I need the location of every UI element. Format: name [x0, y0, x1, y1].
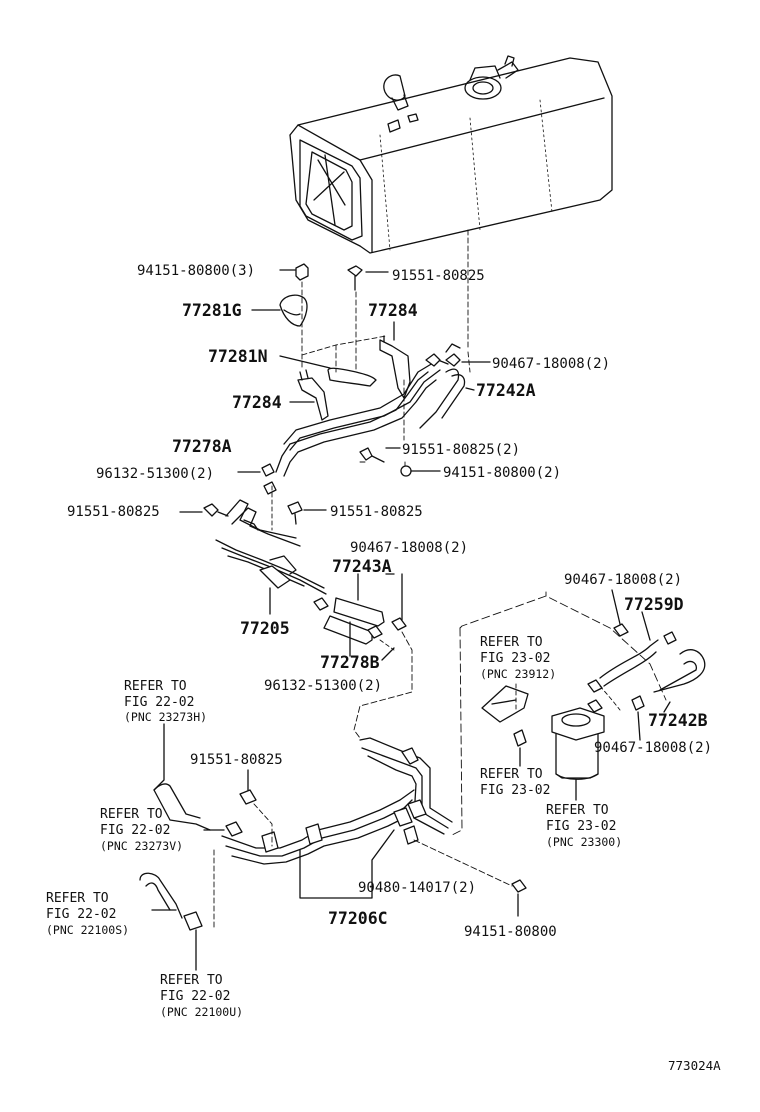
label-77284-right: 77284 — [368, 301, 418, 320]
refer-callout-22100s: REFER TO FIG 22-02 (PNC 22100S) — [46, 891, 129, 937]
label-90467-18008-a: 90467-18008(2) — [492, 356, 610, 372]
refer-line-3: (PNC 22100S) — [46, 923, 129, 937]
label-77242b: 77242B — [648, 711, 708, 730]
label-77242a: 77242A — [476, 381, 536, 400]
label-77259d: 77259D — [624, 595, 684, 614]
refer-line-1: REFER TO — [160, 973, 223, 988]
label-91551-80825-left: 91551-80825 — [67, 504, 160, 520]
label-94151-80800-3: 94151-80800(3) — [137, 263, 255, 279]
refer-line-2: FIG 23-02 — [546, 819, 616, 834]
refer-line-2: FIG 23-02 — [480, 783, 550, 798]
label-77281n: 77281N — [208, 347, 268, 366]
refer-line-3: (PNC 23912) — [480, 667, 556, 681]
refer-line-3: (PNC 22100U) — [160, 1005, 243, 1019]
middle-cluster — [179, 485, 413, 739]
label-94151-80800-2: 94151-80800(2) — [443, 465, 561, 481]
refer-line-3: (PNC 23300) — [546, 835, 622, 849]
label-77278b: 77278B — [320, 653, 380, 672]
label-77278a: 77278A — [172, 437, 232, 456]
refer-callout-23273h: REFER TO FIG 22-02 (PNC 23273H) — [124, 679, 207, 724]
refer-callout-23912: REFER TO FIG 23-02 (PNC 23912) — [480, 635, 556, 681]
refer-callout-22100u: REFER TO FIG 22-02 (PNC 22100U) — [160, 973, 243, 1019]
label-90467-18008-c: 90467-18008(2) — [564, 572, 682, 588]
label-94151-80800-low: 94151-80800 — [464, 924, 557, 940]
refer-callout-23273v: REFER TO FIG 22-02 (PNC 23273V) — [100, 807, 183, 853]
label-96132-51300-a: 96132-51300(2) — [96, 466, 214, 482]
refer-line-1: REFER TO — [100, 807, 163, 822]
refer-line-2: FIG 22-02 — [124, 695, 194, 710]
label-91551-80825-mid: 91551-80825 — [330, 504, 423, 520]
refer-line-3: (PNC 23273H) — [124, 710, 207, 724]
label-96132-51300-b: 96132-51300(2) — [264, 678, 382, 694]
upper-brackets — [251, 229, 471, 471]
label-90467-18008-b: 90467-18008(2) — [350, 540, 468, 556]
label-77205: 77205 — [240, 619, 290, 638]
refer-line-1: REFER TO — [480, 767, 543, 782]
label-77281g: 77281G — [182, 301, 242, 320]
refer-line-3: (PNC 23273V) — [100, 839, 183, 853]
upper-pipes — [237, 343, 491, 495]
refer-line-2: FIG 22-02 — [160, 989, 230, 1004]
refer-callout-23300: REFER TO FIG 23-02 (PNC 23300) — [546, 803, 622, 849]
left-hoses — [139, 723, 273, 971]
refer-line-2: FIG 23-02 — [480, 651, 550, 666]
refer-line-1: REFER TO — [546, 803, 609, 818]
refer-callout-fig-23-02: REFER TO FIG 23-02 — [480, 767, 550, 798]
label-91551-80825-low: 91551-80825 — [190, 752, 283, 768]
right-assembly — [481, 589, 706, 801]
label-91551-80825-top: 91551-80825 — [392, 268, 485, 284]
figure-code: 773024A — [668, 1058, 721, 1073]
label-77243a: 77243A — [332, 557, 392, 576]
refer-line-2: FIG 22-02 — [46, 907, 116, 922]
refer-line-1: REFER TO — [480, 635, 543, 650]
label-91551-80825-2: 91551-80825(2) — [402, 442, 520, 458]
labels: 94151-80800(3) 91551-80825 77281G 77284 … — [46, 263, 721, 1073]
label-90467-18008-d: 90467-18008(2) — [594, 740, 712, 756]
main-fuel-line — [221, 589, 667, 917]
label-77284-left: 77284 — [232, 393, 282, 412]
fuel-tank — [289, 55, 613, 254]
refer-line-1: REFER TO — [124, 679, 187, 694]
label-90480-14017: 90480-14017(2) — [358, 880, 476, 896]
refer-line-2: FIG 22-02 — [100, 823, 170, 838]
label-77206c: 77206C — [328, 909, 388, 928]
refer-line-1: REFER TO — [46, 891, 109, 906]
